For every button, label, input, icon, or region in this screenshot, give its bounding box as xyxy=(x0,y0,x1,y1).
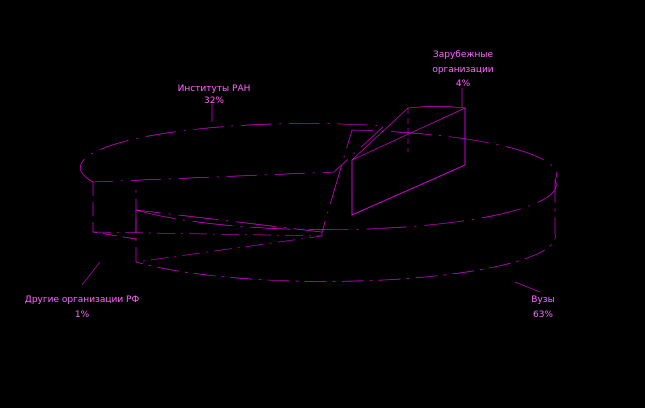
slice-ran-side xyxy=(92,182,137,240)
label-drugie-name: Другие организации РФ xyxy=(25,295,140,305)
label-zarubezh-name-2: организации xyxy=(432,65,493,75)
label-zarubezh-value: 4% xyxy=(456,79,471,89)
slice-zarubezh xyxy=(351,106,467,216)
label-ran-value: 32% xyxy=(204,96,224,106)
slice-zarubezh-side xyxy=(351,108,466,216)
slice-ran-top xyxy=(79,123,385,183)
label-vuzy-value: 63% xyxy=(533,310,553,320)
slice-vuzy-top xyxy=(135,129,557,233)
slice-vuzy xyxy=(135,129,557,282)
label-ran-name: Институты РАН xyxy=(178,84,251,94)
slice-drugie xyxy=(92,231,323,263)
leader-vuzy xyxy=(514,281,541,293)
slice-vuzy-side xyxy=(135,180,556,282)
leader-drugie xyxy=(81,261,101,286)
slice-ran xyxy=(79,123,385,240)
slice-zarubezh-top xyxy=(351,106,467,161)
slice-drugie-top xyxy=(92,231,323,263)
label-drugie-value: 1% xyxy=(75,310,90,320)
label-zarubezh-name-1: Зарубежные xyxy=(433,50,494,60)
label-vuzy-name: Вузы xyxy=(531,295,554,305)
